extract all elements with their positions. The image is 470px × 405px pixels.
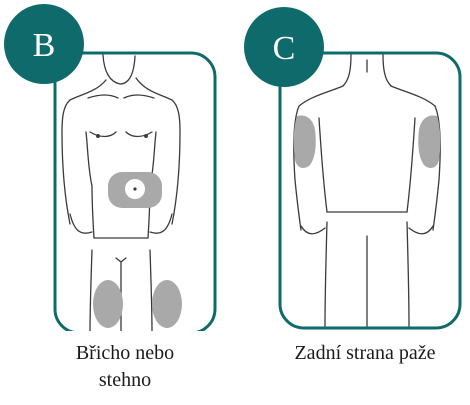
panel-b: B Břicho nebo stehno [0, 0, 235, 405]
caption-b-line1: Břicho nebo [50, 340, 200, 367]
caption-c: Zadní strana paže [262, 340, 468, 367]
caption-b-line2: stehno [50, 367, 200, 394]
caption-c-line1: Zadní strana paže [262, 340, 468, 367]
left-upper-arm-site [294, 116, 316, 168]
back-body-outline [294, 55, 440, 326]
badge-b-letter: B [33, 27, 56, 64]
badge-c-letter: C [273, 30, 296, 67]
caption-b: Břicho nebo stehno [50, 340, 200, 394]
left-thigh-site [93, 280, 123, 328]
panel-frame [280, 53, 460, 328]
right-upper-arm-site [418, 116, 440, 168]
navel-icon [133, 187, 136, 190]
right-thigh-site [152, 280, 182, 328]
